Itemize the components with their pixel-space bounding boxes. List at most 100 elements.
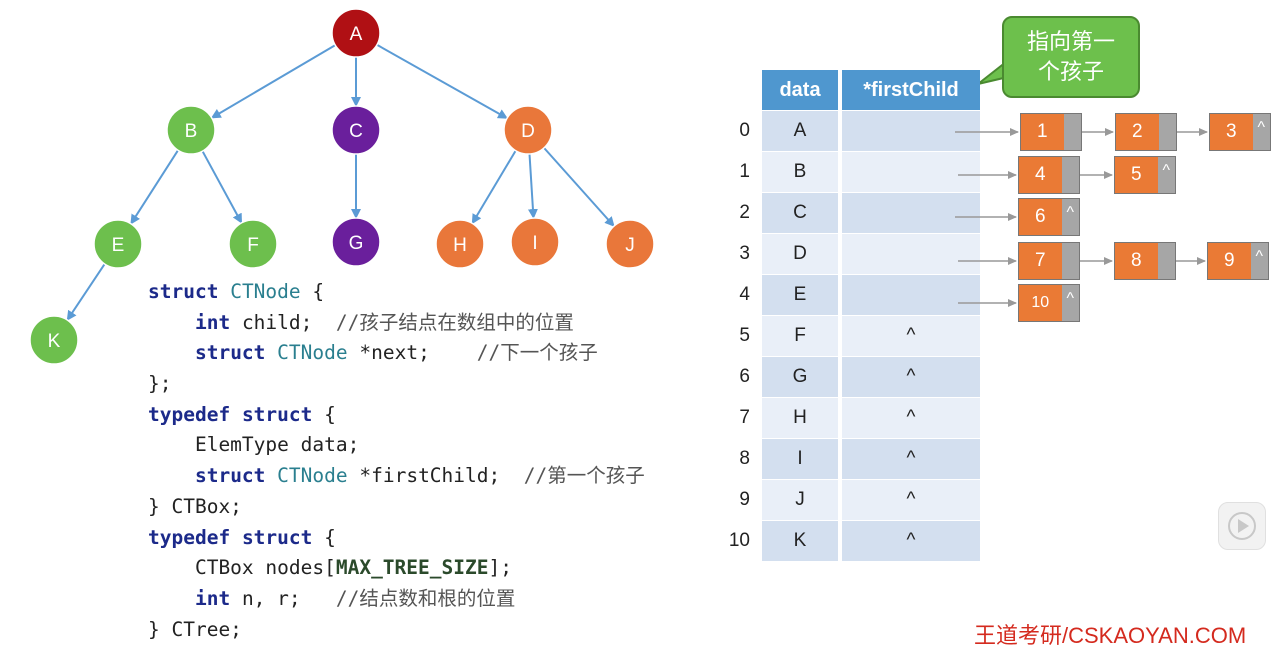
table-cell-data: H: [762, 398, 838, 438]
tree-node-label: C: [349, 121, 363, 142]
table-cell-data: B: [762, 152, 838, 192]
table-cell-firstchild: [842, 152, 980, 192]
edge-A-B: [210, 44, 336, 119]
tree-node-G: G: [331, 217, 381, 267]
watermark: 王道考研/CSKAOYAN.COM: [974, 623, 1247, 648]
code-line-1: struct CTNode {: [148, 280, 325, 303]
ctnode-box: 6^: [1018, 198, 1080, 236]
tree-node-K: K: [29, 315, 79, 365]
table-cell-firstchild: ^: [842, 480, 980, 520]
row-index: 1: [739, 161, 750, 182]
ctnode-box: 7: [1018, 242, 1080, 280]
code-block: struct CTNode { int child; //孩子结点在数组中的位置…: [148, 277, 645, 645]
ctnode-child: 4: [1019, 157, 1062, 193]
ctnode-next: [1157, 243, 1175, 279]
table-cell-firstchild: ^: [842, 357, 980, 397]
ctnode-child: 6: [1019, 199, 1062, 235]
ctnode-next: [1063, 114, 1081, 150]
table-cell-data: I: [762, 439, 838, 479]
callout-text: 指向第一 个孩子: [1002, 16, 1140, 98]
callout-line-1: 指向第一: [1026, 30, 1115, 55]
code-line-12: } CTree;: [148, 617, 242, 641]
ctnode-next: [1061, 157, 1079, 193]
tree-node-C: C: [331, 105, 381, 155]
tree-node-label: K: [48, 331, 61, 352]
table-cell-firstchild: [842, 111, 980, 151]
tree-node-J: J: [605, 219, 655, 269]
ctnode-next: ^: [1061, 199, 1079, 235]
ctnode-next: [1061, 243, 1079, 279]
tree-node-label: A: [350, 24, 363, 45]
edge-B-E: [130, 149, 179, 225]
ctnode-box: 5^: [1114, 156, 1176, 194]
table-cell-data: G: [762, 357, 838, 397]
tree-node-A: A: [331, 8, 381, 58]
table-cell-data: K: [762, 521, 838, 561]
ctnode-child: 1: [1021, 114, 1064, 150]
row-index: 5: [739, 325, 750, 346]
tree-node-label: G: [349, 233, 364, 254]
code-line-7: struct CTNode *firstChild; //第一个孩子: [194, 464, 645, 488]
table-cell-data: F: [762, 316, 838, 356]
table-cell-data: J: [762, 480, 838, 520]
table-cell-firstchild: ^: [842, 398, 980, 438]
row-index: 7: [739, 407, 750, 428]
table-cell-firstchild: [842, 193, 980, 233]
ctnode-box: 8: [1114, 242, 1176, 280]
tree-node-label: D: [521, 121, 535, 142]
edge-D-J: [543, 147, 615, 227]
ctnode-child: 5: [1115, 157, 1158, 193]
code-line-6: ElemType data;: [148, 433, 360, 457]
ctnode-box: 4: [1018, 156, 1080, 194]
edge-D-H: [471, 150, 517, 225]
ctnode-child: 9: [1208, 243, 1251, 279]
ctnode-next: ^: [1157, 157, 1175, 193]
table-cell-firstchild: [842, 234, 980, 274]
ctnode-child: 7: [1019, 243, 1062, 279]
code-line-2: int child; //孩子结点在数组中的位置: [194, 310, 574, 334]
table-cell-data: C: [762, 193, 838, 233]
row-index: 10: [728, 530, 750, 551]
row-index: 2: [739, 202, 750, 223]
edge-D-I: [527, 153, 538, 220]
tree-node-label: B: [185, 121, 198, 142]
tree-node-B: B: [166, 105, 216, 155]
code-line-4: };: [148, 372, 172, 396]
table-header-firstchild: *firstChild: [842, 70, 980, 110]
ctnode-child: 2: [1116, 114, 1159, 150]
ctnode-child: 10: [1019, 285, 1062, 321]
code-line-10: CTBox nodes[MAX_TREE_SIZE];: [148, 556, 512, 580]
row-index: 9: [739, 489, 750, 510]
ctnode-next: ^: [1061, 285, 1079, 321]
row-index: 8: [739, 448, 750, 469]
row-index: 4: [739, 284, 750, 305]
tree-node-label: I: [532, 233, 537, 254]
tree-node-E: E: [93, 219, 143, 269]
code-line-8: } CTBox;: [148, 494, 242, 518]
table-cell-data: A: [762, 111, 838, 151]
ctnode-box: 3^: [1209, 113, 1271, 151]
ctnode-box: 1: [1020, 113, 1082, 151]
row-index: 6: [739, 366, 750, 387]
tree-node-label: F: [247, 235, 259, 256]
play-button[interactable]: [1218, 502, 1266, 550]
table-cell-data: D: [762, 234, 838, 274]
tree-node-F: F: [228, 219, 278, 269]
code-line-5: typedef struct {: [148, 402, 336, 426]
ctnode-box: 9^: [1207, 242, 1269, 280]
edge-E-K: [66, 263, 106, 321]
table-cell-data: E: [762, 275, 838, 315]
table-cell-firstchild: ^: [842, 316, 980, 356]
ctnode-child: 3: [1210, 114, 1253, 150]
ctnode-box: 2: [1115, 113, 1177, 151]
tree-node-H: H: [435, 219, 485, 269]
tree-diagram: A B C D E F G H I J K: [29, 8, 655, 365]
tree-node-label: J: [625, 235, 635, 256]
table-cell-firstchild: [842, 275, 980, 315]
code-line-9: typedef struct {: [148, 525, 336, 549]
callout-line-2: 个孩子: [1037, 60, 1104, 85]
ctnode-next: [1158, 114, 1176, 150]
row-index: 3: [739, 243, 750, 264]
ctnode-next: ^: [1250, 243, 1268, 279]
row-index: 0: [739, 120, 750, 141]
